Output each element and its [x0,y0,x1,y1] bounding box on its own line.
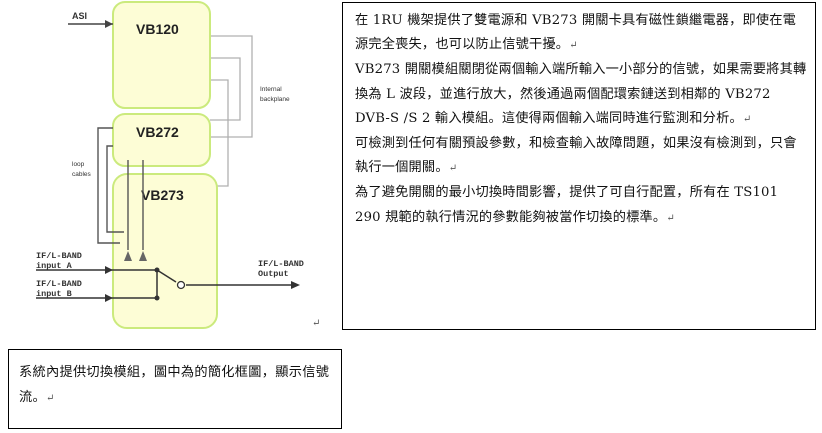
caption-text: 系統內提供切換模組，圖中為的簡化框圖，顯示信號流。 [19,365,330,405]
paragraph-2-text: VB273 開關模組關閉從兩個輸入端所輸入一小部分的信號，如果需要將其轉換為 L… [355,62,807,126]
junction-dot-a [154,267,160,273]
paragraph-mark: ↵ [312,318,321,329]
input-a-label-2: input A [36,261,73,271]
vb272-block [112,113,211,167]
loop-cables-label-1: loop [72,161,85,168]
backplane-label-2: backplane [260,96,290,103]
vb272-label: VB272 [136,124,179,140]
asi-arrowhead [105,20,113,28]
vb273-label: VB273 [141,187,184,203]
junction-dot-b [154,295,160,301]
paragraph-2: VB273 開關模組關閉從兩個輸入端所輸入一小部分的信號，如果需要將其轉換為 L… [355,58,807,132]
loop-cables-label-2: cables [72,171,92,178]
output-label-1: IF/L-BAND [258,259,304,269]
paragraph-mark: ↵ [742,113,752,125]
loop-arrow-a [124,251,132,261]
loop-arrow-b [139,251,147,261]
input-b-arrowhead [105,294,113,302]
paragraph-1-text: 在 1RU 機架提供了雙電源和 VB273 開關卡具有磁性鎖繼電器，即使在電源完… [355,13,797,53]
switch-wiring [113,269,210,299]
paragraph-mark: ↵ [45,393,55,404]
switch-contact [176,280,186,290]
caption-paragraph: 系統內提供切換模組，圖中為的簡化框圖，顯示信號流。↵ [19,360,333,411]
output-label-2: Output [258,269,289,279]
description-text-box: 在 1RU 機架提供了雙電源和 VB273 開關卡具有磁性鎖繼電器，即使在電源完… [342,2,816,330]
backplane-label-1: Internal [260,86,282,93]
input-b-label-2: input B [36,289,72,299]
output-arrowhead [291,281,300,289]
caption-text-box: 系統內提供切換模組，圖中為的簡化框圖，顯示信號流。↵ [8,349,342,429]
input-a-label-1: IF/L-BAND [36,251,82,261]
input-a-arrowhead [105,266,113,274]
asi-label: ASI [72,11,87,21]
paragraph-mark: ↵ [666,212,675,224]
internal-backplane-lines [210,35,253,187]
input-b-label-1: IF/L-BAND [36,279,82,289]
paragraph-3: 可檢測到任何有關預設參數，和檢查輸入故障問題，如果沒有檢測到，只會執行一個開關。… [355,132,807,181]
paragraph-3-text: 可檢測到任何有關預設參數，和檢查輸入故障問題，如果沒有檢測到，只會執行一個開關。 [355,136,797,176]
loop-cables [97,127,144,250]
paragraph-4-text: 為了避免開關的最小切換時間影響，提供了可自行配置，所有在 TS101 290 規… [355,185,779,225]
signal-flow-diagram: VB120 VB272 VB273 ASI loop cables Intern… [36,1,304,329]
vb273-block [112,173,218,329]
vb120-label: VB120 [136,21,179,37]
paragraph-4: 為了避免開關的最小切換時間影響，提供了可自行配置，所有在 TS101 290 規… [355,181,807,230]
paragraph-1: 在 1RU 機架提供了雙電源和 VB273 開關卡具有磁性鎖繼電器，即使在電源完… [355,9,807,58]
vb120-block [112,1,211,109]
paragraph-mark: ↵ [448,163,458,175]
paragraph-mark: ↵ [569,40,578,52]
